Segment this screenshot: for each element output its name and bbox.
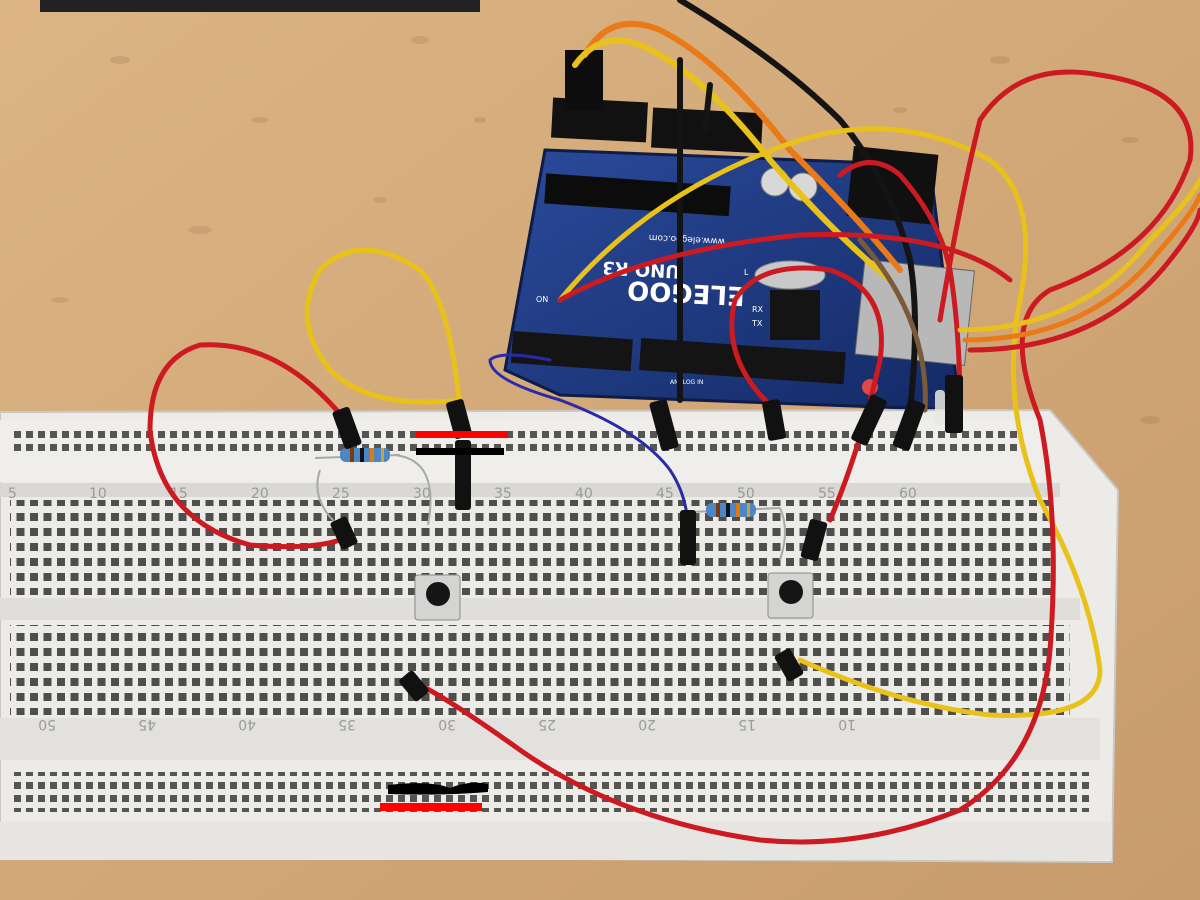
column-number: 40 [575,486,593,502]
header-power [565,50,603,110]
jumper-pins [330,375,963,702]
marker-black-top [416,448,504,455]
marker-red-top [416,431,508,438]
wire-black-board-2 [702,82,713,133]
terminal-strip-lower [10,625,1070,715]
header-bottom-right [639,338,846,385]
header-bottom-left [510,330,633,372]
table-texture [51,36,1160,563]
marker-black-bottom [388,782,488,795]
board-on-label: ON [536,295,548,304]
column-number: 10 [838,716,856,732]
push-button-left [414,574,461,621]
wire-red-right-to-board [837,160,963,413]
wire-multicolor-right [957,177,1200,333]
mcu-chip [544,173,731,217]
column-number: 55 [818,486,836,502]
wire-red-left-loop [147,342,348,550]
column-number: 40 [238,716,256,732]
column-number: 35 [494,486,512,502]
column-number: 45 [138,716,156,732]
wire-yellow-top [572,37,893,283]
column-number: 15 [738,716,756,732]
resistor-right [689,503,786,561]
column-number: 20 [638,716,656,732]
board-site: www.elegoo.com [649,232,726,246]
wire-orange-right [962,192,1200,343]
column-number: 30 [438,716,456,732]
column-number: 20 [251,486,269,502]
annotation-markers [380,431,508,811]
board-l-label: L [744,268,749,277]
column-number: 25 [332,486,350,502]
board-rx-label: RX [752,305,764,314]
column-number: 50 [38,716,56,732]
board-analog-label: ANALOG IN [670,379,703,386]
wire-yellow-arc [557,126,1103,718]
column-number: 30 [413,486,431,502]
jumper-wires [147,0,1200,845]
wire-orange-top [582,20,903,273]
center-channel [0,598,1080,620]
resistor-left [314,448,432,526]
wire-black-top [677,0,918,413]
column-number: 50 [737,486,755,502]
wire-yellow-left-loop [304,247,463,413]
column-number: 35 [338,716,356,732]
rail-divider-top [0,483,1060,497]
bottom-row-numbers: 50 45 40 35 30 25 20 15 10 [38,716,856,732]
column-number: 5 [8,486,17,502]
arduino-board: ELEGOO UNO R3 www.elegoo.com ON TX RX L … [503,50,975,412]
led [935,390,945,425]
power-rail-bottom [10,772,1090,812]
column-number: 25 [538,716,556,732]
wire-blue [488,353,690,542]
dark-object-top-left [40,0,480,12]
wire-red-board-mid [557,232,1013,303]
rail-divider-bottom [0,718,1100,760]
push-button-right [767,572,814,619]
terminal-strip-upper [10,500,1055,595]
board-brand: ELEGOO [627,274,746,310]
usb-chip [770,290,820,340]
breadboard: 5 10 15 20 25 30 35 40 45 50 55 60 50 45 40 35 30 25 20 15… [0,408,1120,864]
column-number: 10 [89,486,107,502]
capacitor-1 [760,167,790,197]
column-number: 45 [656,486,674,502]
marker-red-bottom [380,803,482,811]
wire-red-right [967,207,1200,353]
wire-red-big-arc [417,69,1194,845]
wire-brown [857,237,928,413]
board-tx-label: TX [751,319,763,328]
column-number: 60 [899,486,917,502]
breadboard-front-edge [0,822,1112,860]
